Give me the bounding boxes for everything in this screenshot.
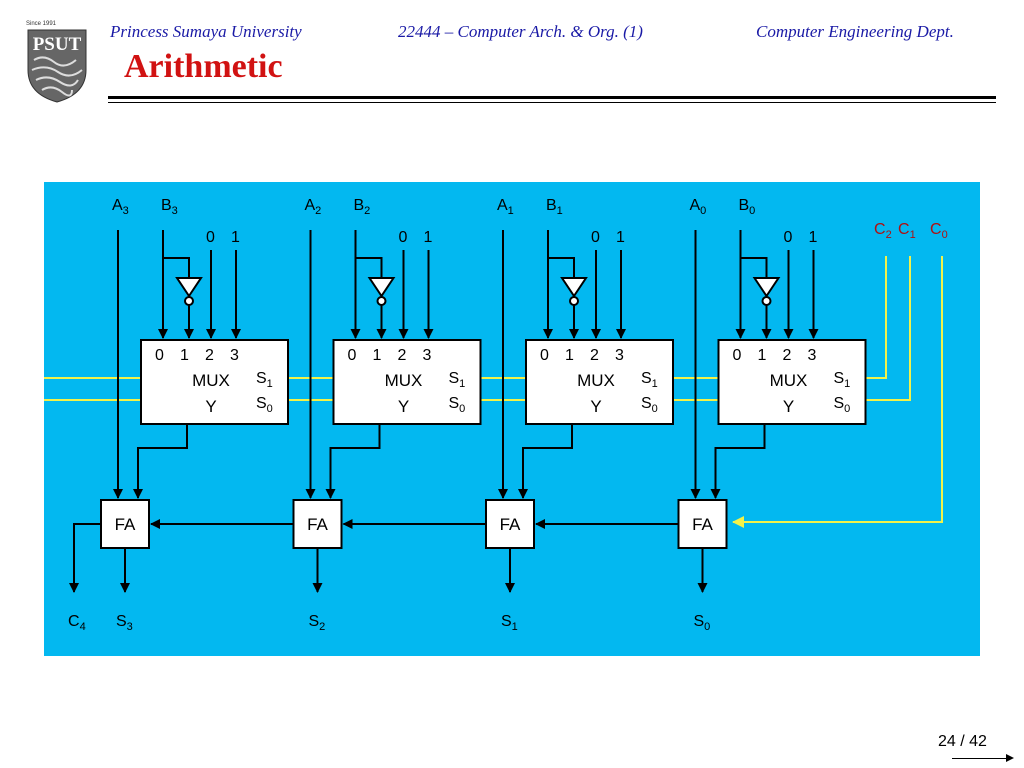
select-label-s0: S0 [641, 395, 658, 415]
mux-input-label-3: 3 [808, 347, 817, 364]
full-adder-label: FA [692, 515, 713, 534]
wire-b-branch-0 [163, 257, 190, 278]
wire-mux-y-1 [325, 424, 381, 499]
mux-input-label-3: 3 [615, 347, 624, 364]
wire-carry-out [69, 523, 101, 593]
control-label-c0: C0 [930, 221, 948, 241]
mux-output-label: Y [205, 397, 216, 416]
mux-input-label-0: 0 [540, 347, 549, 364]
output-label-carry-out: C4 [68, 613, 86, 633]
header-rule [108, 96, 996, 99]
select-label-s1: S1 [256, 370, 273, 390]
const-label-one: 1 [424, 229, 433, 246]
wire-mux-y-2 [518, 424, 573, 499]
input-label-a0: A0 [690, 197, 707, 217]
mux-output-label: Y [783, 397, 794, 416]
mux-input-label-2: 2 [590, 347, 599, 364]
wire-mux-y-0 [133, 424, 188, 499]
input-label-b2: B2 [354, 197, 371, 217]
mux-label: MUX [385, 371, 423, 390]
select-label-s1: S1 [641, 370, 658, 390]
wire-b-branch-1 [355, 257, 383, 278]
inverter-0 [175, 277, 203, 298]
mux-input-label-2: 2 [205, 347, 214, 364]
header-rule-thin [108, 102, 996, 103]
inverter-1 [367, 277, 396, 298]
mux-input-label-0: 0 [348, 347, 357, 364]
const-label-one: 1 [616, 229, 625, 246]
carry-in-line [732, 256, 943, 528]
const-label-zero: 0 [784, 229, 793, 246]
const-label-zero: 0 [206, 229, 215, 246]
header-course: 22444 – Computer Arch. & Org. (1) [398, 22, 643, 41]
mux-box-2 [525, 339, 674, 425]
next-arrow-icon [1006, 754, 1014, 762]
mux-box-3 [717, 339, 867, 425]
const-label-one: 1 [231, 229, 240, 246]
mux-input-label-1: 1 [373, 347, 382, 364]
mux-label: MUX [192, 371, 230, 390]
mux-input-label-2: 2 [783, 347, 792, 364]
wire-b-branch-2 [548, 257, 575, 278]
psut-logo: Since 1991 PSUT [26, 21, 87, 103]
input-label-b0: B0 [739, 197, 756, 217]
input-label-b3: B3 [161, 197, 178, 217]
mux-input-label-1: 1 [565, 347, 574, 364]
wire-mux-y-3 [710, 424, 766, 499]
mux-input-label-2: 2 [398, 347, 407, 364]
select-label-s1: S1 [449, 370, 466, 390]
control-label-c2: C2 [874, 221, 892, 241]
next-arrow-line [952, 758, 1010, 759]
inverter-bubble-0 [184, 296, 194, 306]
const-label-zero: 0 [591, 229, 600, 246]
input-label-a1: A1 [497, 197, 514, 217]
header-dept: Computer Engineering Dept. [756, 22, 954, 41]
input-label-b1: B1 [546, 197, 563, 217]
logo-mark: PSUT [33, 34, 82, 55]
mux-label: MUX [577, 371, 615, 390]
full-adder-label: FA [115, 515, 136, 534]
wire-b-branch-3 [740, 257, 768, 278]
mux-input-label-0: 0 [155, 347, 164, 364]
inverter-2 [560, 277, 588, 298]
page-counter: 24 / 42 [938, 733, 987, 750]
mux-output-label: Y [590, 397, 601, 416]
select-label-s0: S0 [256, 395, 273, 415]
mux-input-label-3: 3 [423, 347, 432, 364]
mux-label: MUX [770, 371, 808, 390]
page-title: Arithmetic [124, 48, 283, 85]
inverter-3 [752, 277, 781, 298]
output-label-s0: S0 [694, 613, 711, 633]
mux-output-label: Y [398, 397, 409, 416]
output-label-s2: S2 [309, 613, 326, 633]
inverter-bubble-3 [761, 296, 772, 306]
full-adder-box-0 [100, 499, 150, 549]
mux-box-0 [140, 339, 289, 425]
full-adder-box-2 [485, 499, 535, 549]
mux-input-label-1: 1 [180, 347, 189, 364]
mux-input-label-0: 0 [733, 347, 742, 364]
input-label-a2: A2 [305, 197, 322, 217]
header-university: Princess Sumaya University [110, 22, 302, 41]
mux-box-1 [332, 339, 482, 425]
select-label-s1: S1 [834, 370, 851, 390]
input-label-a3: A3 [112, 197, 129, 217]
inverter-bubble-1 [376, 296, 387, 306]
output-label-s1: S1 [501, 613, 518, 633]
select-label-s0: S0 [449, 395, 466, 415]
inverter-bubble-2 [569, 296, 579, 306]
const-label-one: 1 [809, 229, 818, 246]
const-label-zero: 0 [399, 229, 408, 246]
select-line-s1 [44, 256, 887, 379]
output-label-s3: S3 [116, 613, 133, 633]
mux-input-label-3: 3 [230, 347, 239, 364]
control-label-c1: C1 [898, 221, 916, 241]
logo-since: Since 1991 [26, 21, 57, 27]
select-label-s0: S0 [834, 395, 851, 415]
full-adder-label: FA [307, 515, 328, 534]
mux-input-label-1: 1 [758, 347, 767, 364]
full-adder-label: FA [500, 515, 521, 534]
